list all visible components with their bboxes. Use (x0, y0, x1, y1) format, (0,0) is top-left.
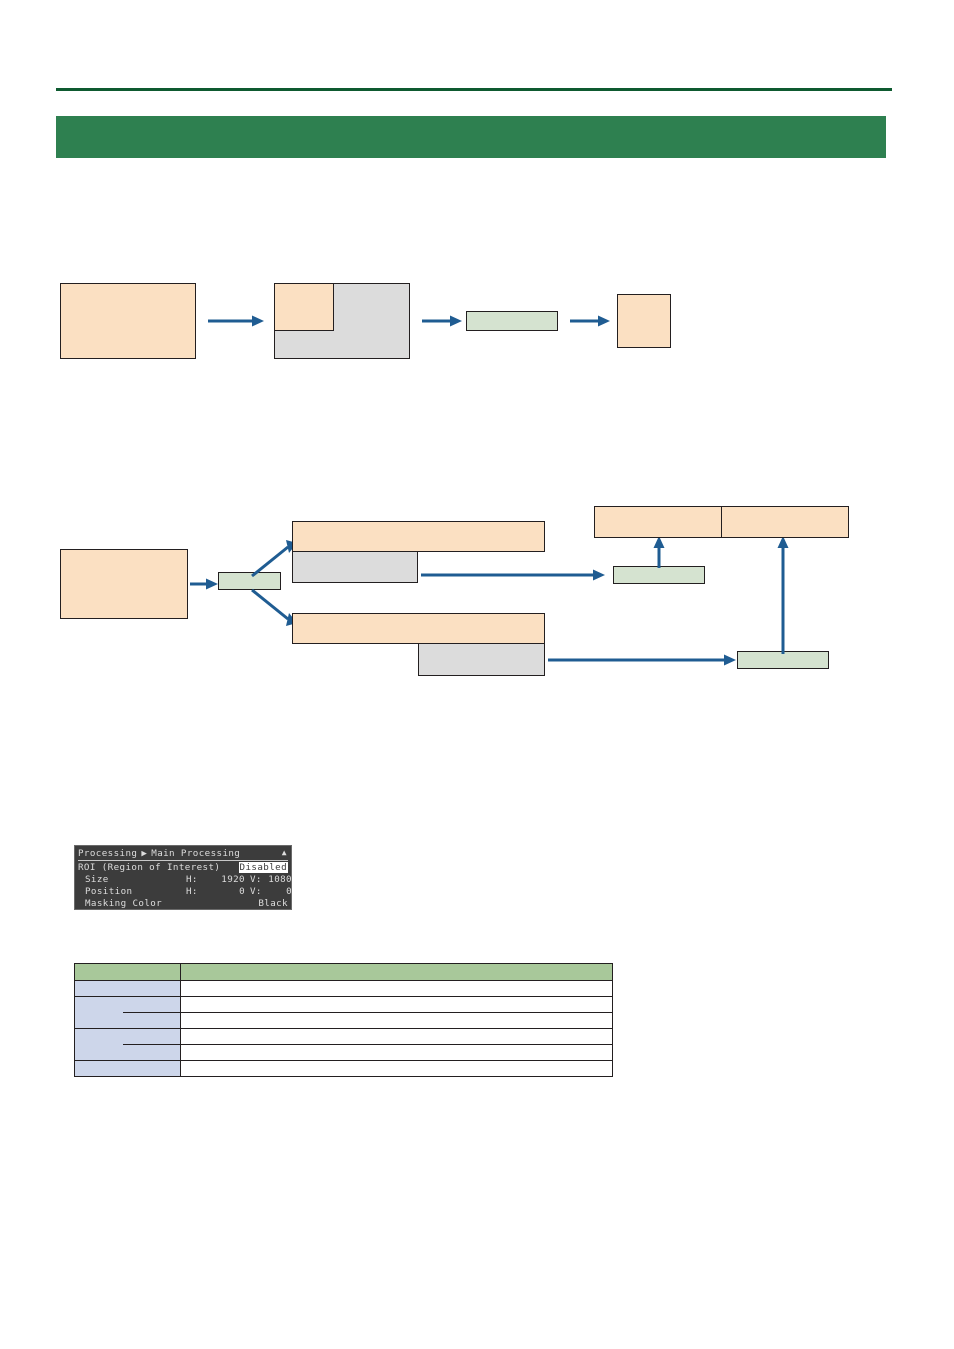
spec-row-0-value (180, 980, 613, 997)
figure2-arrow-source-to-splitter (190, 577, 218, 591)
osd-row-roi[interactable]: ROI (Region of Interest) Disabled (78, 862, 288, 874)
figure1-processing-block (466, 311, 558, 331)
osd-row-position-label: Position (85, 886, 133, 897)
spec-table-header-value (180, 963, 613, 981)
figure1-roi-crop-frame (274, 283, 334, 331)
osd-row-size-label: Size (85, 874, 109, 885)
section-banner (56, 116, 886, 158)
spec-row-4-value (180, 1044, 613, 1061)
spec-row-1-value (180, 996, 613, 1013)
figure2-arrow-processor-a-to-output (652, 536, 666, 568)
spec-row-3-value (180, 1028, 613, 1045)
spec-row-0-key (74, 980, 181, 997)
figure2-arrow-branch-b-to-processor (548, 653, 736, 667)
spec-row-5-value (180, 1060, 613, 1077)
osd-row-size[interactable]: Size H: 1920 V: 1080 (78, 874, 291, 886)
osd-row-size-v-label: V: (250, 874, 262, 885)
osd-row-position-v-label: V: (250, 886, 262, 897)
figure2-combined-output-left (594, 506, 722, 538)
osd-row-size-h-value[interactable]: 1920 (221, 874, 245, 885)
figure2-branch-b-frame (292, 613, 545, 644)
figure1-source-frame (60, 283, 196, 359)
spec-row-2-value (180, 1012, 613, 1029)
osd-scroll-up-icon[interactable]: ▲ (281, 848, 287, 857)
figure1-output-frame (617, 294, 671, 348)
spec-row-5-key (74, 1060, 181, 1077)
spec-table-header-row (74, 963, 613, 981)
osd-breadcrumb-separator-icon: ▶ (141, 848, 148, 859)
figure2-arrow-processor-b-to-output (776, 536, 790, 654)
figure2-arrow-branch-a-to-processor (421, 568, 605, 582)
osd-row-roi-label: ROI (Region of Interest) (78, 862, 221, 873)
osd-row-position-h-label: H: (186, 886, 198, 897)
figure2-source-frame (60, 549, 188, 619)
table-row (74, 1011, 613, 1029)
figure2-processor-b-block (737, 651, 829, 669)
osd-row-position[interactable]: Position H: 0 V: 0 (78, 886, 291, 898)
table-row (74, 980, 613, 997)
table-row (74, 1060, 613, 1077)
spec-table-head (74, 963, 613, 981)
spec-row-2-key (74, 1011, 181, 1029)
figure2-splitter-block (218, 572, 281, 590)
osd-menu-panel[interactable]: Processing▶Main Processing ▲ ROI (Region… (74, 845, 292, 910)
header-accent-rule (56, 88, 892, 91)
osd-title-divider (78, 860, 288, 861)
spec-row-1-key (74, 996, 181, 1013)
figure2-branch-a-region (292, 551, 418, 583)
figure2-processor-a-block (613, 566, 705, 584)
osd-breadcrumb-root: Processing (78, 848, 138, 859)
figure1-arrow-1 (208, 314, 264, 328)
figure2-branch-a-frame (292, 521, 545, 552)
figure2-branch-b-region (418, 643, 545, 676)
osd-row-position-v-value[interactable]: 0 (286, 886, 292, 897)
spec-table-header-key (74, 963, 181, 981)
table-row (74, 1028, 613, 1045)
osd-row-size-v-value[interactable]: 1080 (268, 874, 292, 885)
osd-row-masking-color[interactable]: Masking Color Black (78, 898, 288, 909)
figure1-arrow-3 (570, 314, 610, 328)
figure2-combined-output-right (721, 506, 849, 538)
osd-breadcrumb-section: Main Processing (151, 848, 241, 859)
osd-row-position-h-value[interactable]: 0 (239, 886, 245, 897)
figure2-arrow-split-lower (250, 588, 300, 630)
osd-row-masking-color-label: Masking Color (85, 898, 163, 909)
table-row (74, 1043, 613, 1061)
table-row (74, 996, 613, 1013)
osd-row-masking-color-value[interactable]: Black (258, 898, 288, 909)
spec-table (74, 963, 613, 1077)
osd-row-size-h-label: H: (186, 874, 198, 885)
spec-row-3-key (74, 1028, 181, 1045)
figure1-masked-region (274, 283, 410, 359)
osd-breadcrumb: Processing▶Main Processing (78, 848, 288, 860)
figure1-arrow-2 (422, 314, 462, 328)
spec-row-4-key (74, 1043, 181, 1061)
spec-table-body (74, 980, 613, 1077)
osd-row-roi-value[interactable]: Disabled (238, 862, 288, 873)
figure2-arrow-split-upper (250, 538, 300, 578)
